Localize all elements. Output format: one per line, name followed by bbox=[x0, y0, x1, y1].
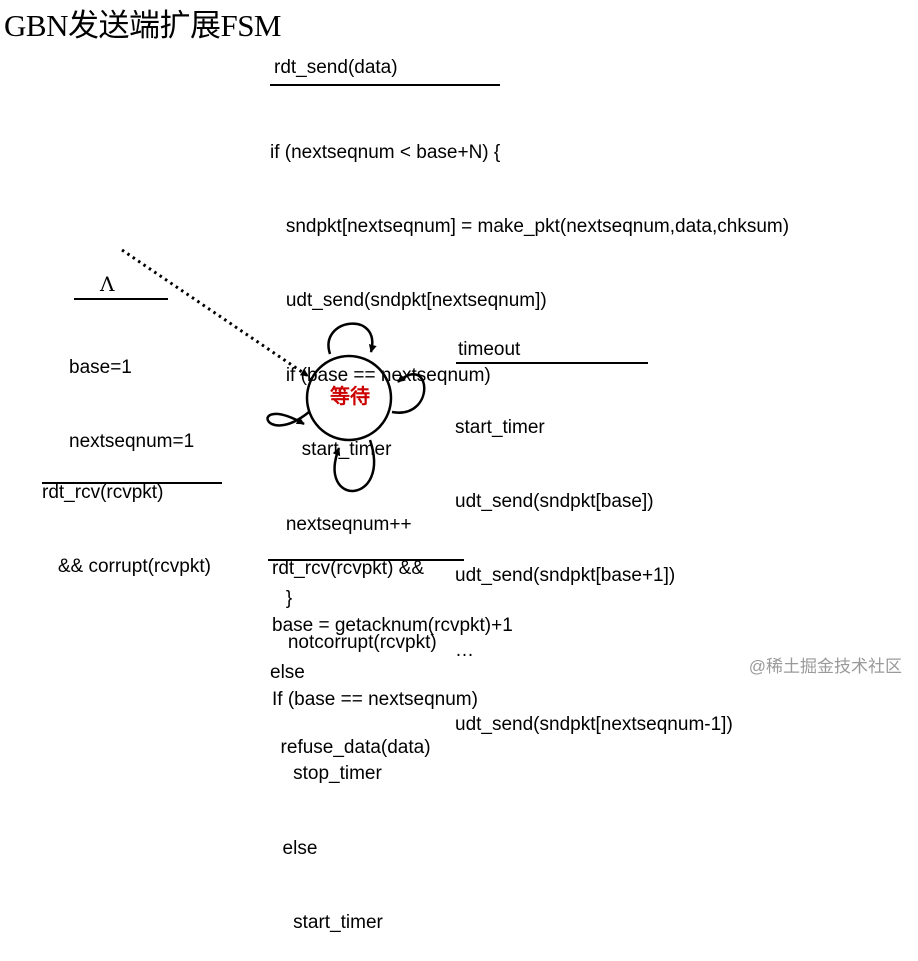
ack-event-line: rdt_rcv(rcvpkt) && bbox=[272, 557, 425, 579]
send-action-line: } bbox=[270, 587, 293, 609]
timeout-action-line: udt_send(sndpkt[base]) bbox=[455, 490, 654, 512]
corrupt-event-line: && corrupt(rcvpkt) bbox=[42, 555, 211, 577]
timeout-action-line: start_timer bbox=[455, 416, 545, 438]
send-divider bbox=[270, 84, 500, 86]
init-divider bbox=[74, 298, 168, 300]
init-action-line: nextseqnum=1 bbox=[69, 430, 195, 452]
wait-state-circle bbox=[305, 354, 393, 442]
ack-action-line: start_timer bbox=[272, 912, 383, 934]
send-action-line: udt_send(sndpkt[nextseqnum]) bbox=[270, 290, 547, 312]
timeout-action-line: udt_send(sndpkt[base+1]) bbox=[455, 565, 676, 587]
send-action-line: else bbox=[270, 662, 305, 684]
init-actions: base=1 nextseqnum=1 bbox=[69, 306, 194, 480]
send-action-line: if (base == nextseqnum) bbox=[270, 364, 491, 386]
timeout-action-line: … bbox=[455, 639, 474, 661]
diagram-title: GBN发送端扩展FSM bbox=[4, 8, 282, 43]
send-action-line: sndpkt[nextseqnum] = make_pkt(nextseqnum… bbox=[270, 215, 790, 237]
ack-action-line: stop_timer bbox=[272, 763, 382, 785]
ack-actions: base = getacknum(rcvpkt)+1 If (base == n… bbox=[272, 564, 513, 961]
initial-transition-arrow bbox=[121, 248, 309, 378]
init-event-lambda: Λ bbox=[100, 272, 115, 296]
send-action-line: nextseqnum++ bbox=[270, 513, 412, 535]
watermark: @稀土掘金技术社区 bbox=[748, 657, 902, 676]
send-action-line: start_timer bbox=[270, 439, 392, 461]
ack-action-line: If (base == nextseqnum) bbox=[272, 688, 478, 710]
corrupt-self-loop bbox=[266, 411, 310, 427]
corrupt-event: rdt_rcv(rcvpkt) && corrupt(rcvpkt) bbox=[42, 431, 211, 605]
fsm-diagram bbox=[121, 248, 426, 493]
timeout-event: timeout bbox=[458, 339, 521, 360]
corrupt-event-line: rdt_rcv(rcvpkt) bbox=[42, 481, 164, 503]
corrupt-divider bbox=[42, 482, 222, 484]
wait-state-label: 等待 bbox=[330, 384, 370, 408]
ack-action-line: else bbox=[272, 837, 318, 859]
ack-divider bbox=[268, 559, 464, 561]
send-event: rdt_send(data) bbox=[274, 57, 398, 78]
timeout-self-loop bbox=[391, 373, 426, 414]
ack-event: rdt_rcv(rcvpkt) && notcorrupt(rcvpkt) bbox=[272, 507, 437, 681]
send-self-loop bbox=[327, 322, 377, 355]
init-action-line: base=1 bbox=[69, 356, 132, 378]
timeout-divider bbox=[456, 362, 648, 364]
send-action-line: if (nextseqnum < base+N) { bbox=[270, 141, 501, 163]
ack-event-line: notcorrupt(rcvpkt) bbox=[272, 631, 437, 653]
ack-action-line: base = getacknum(rcvpkt)+1 bbox=[272, 614, 513, 636]
ack-self-loop bbox=[332, 439, 376, 493]
